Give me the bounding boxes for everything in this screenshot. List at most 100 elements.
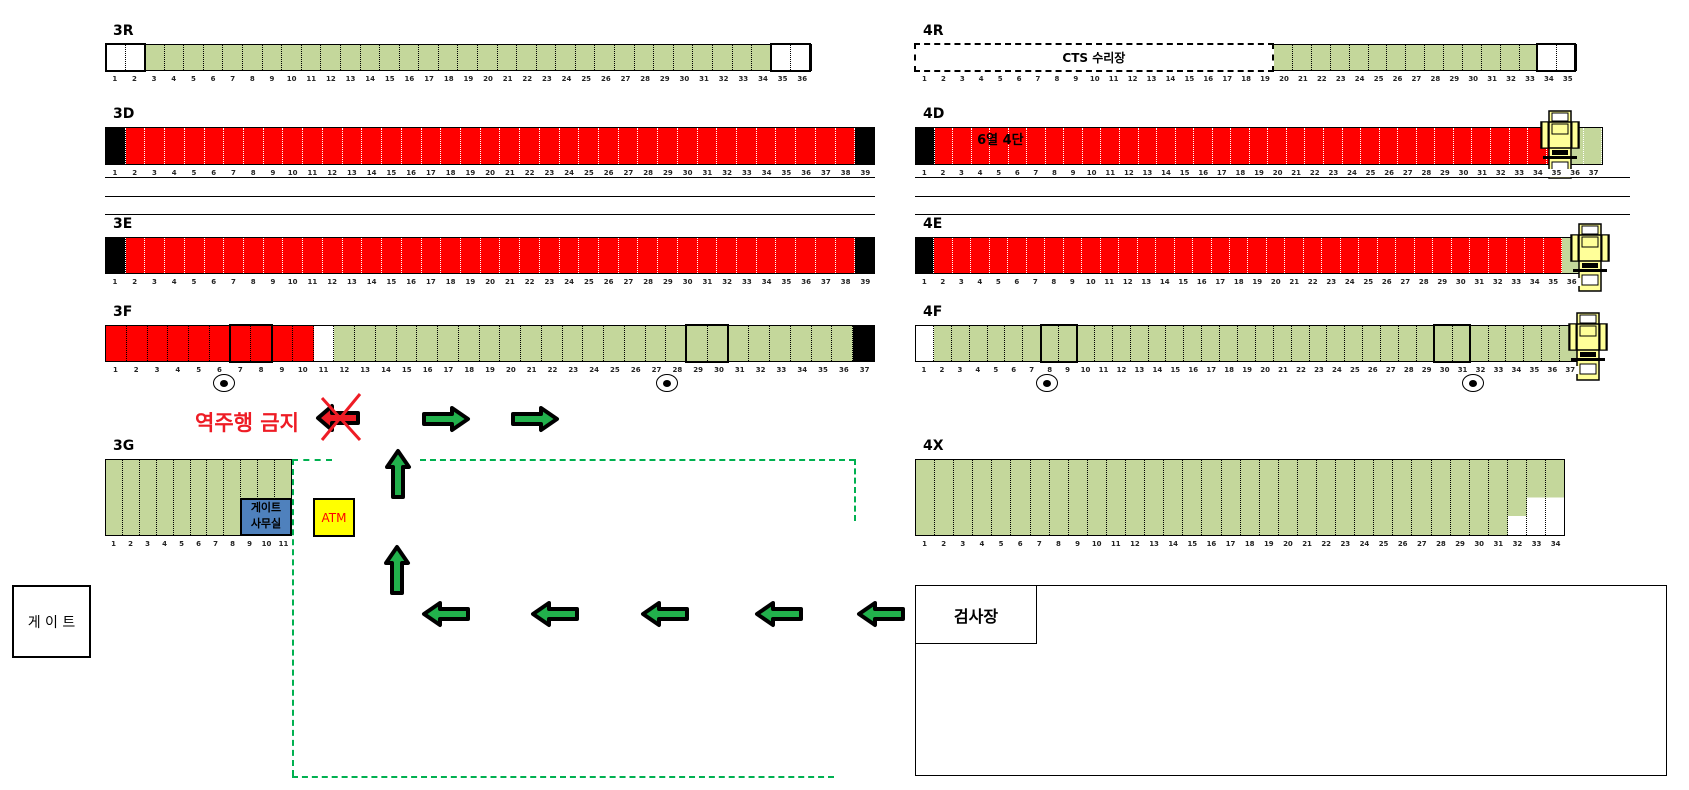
bay-cell[interactable]: [438, 326, 459, 361]
bay-cell[interactable]: [971, 238, 990, 273]
bay-cell[interactable]: [1368, 45, 1388, 70]
bay-cell[interactable]: [1027, 128, 1046, 164]
bay-cell[interactable]: [717, 238, 737, 273]
bay-cell[interactable]: [362, 128, 383, 164]
bay-cell[interactable]: [1100, 238, 1120, 273]
bay-cell[interactable]: [1285, 238, 1304, 273]
bay-cell[interactable]: [1327, 326, 1346, 361]
bay-cell[interactable]: [342, 128, 363, 164]
bay-cell[interactable]: [1008, 238, 1027, 273]
bay-cell[interactable]: [480, 128, 501, 164]
bay-cell[interactable]: [184, 238, 205, 273]
bay-cell[interactable]: [951, 326, 970, 361]
bay-cell[interactable]: [615, 45, 635, 70]
bay-cell[interactable]: [1538, 45, 1558, 70]
bay-cell[interactable]: [164, 45, 185, 70]
bay-cell[interactable]: [579, 238, 599, 273]
bay-cell[interactable]: [263, 128, 284, 164]
bay-cell[interactable]: [1509, 128, 1529, 164]
bay-cell[interactable]: [1184, 326, 1203, 361]
bay-cell[interactable]: [262, 45, 283, 70]
bay-cell[interactable]: [666, 326, 687, 361]
bay-cell[interactable]: [677, 128, 698, 164]
bay-cell[interactable]: [1322, 238, 1341, 273]
bay-cell[interactable]: [934, 238, 953, 273]
bay-cell[interactable]: [835, 238, 856, 273]
bay-cell[interactable]: [771, 45, 792, 70]
bay-cell[interactable]: [1470, 238, 1489, 273]
bay-cell[interactable]: [1238, 326, 1256, 361]
bay-cell[interactable]: [1145, 460, 1165, 535]
bay-cell[interactable]: [1268, 128, 1287, 164]
bay-cell[interactable]: [401, 128, 422, 164]
bay-cell[interactable]: [645, 326, 667, 361]
bay-cell[interactable]: [1500, 45, 1520, 70]
bay-cell[interactable]: [1507, 460, 1527, 535]
bay-cell[interactable]: [1336, 460, 1356, 535]
bay-cell[interactable]: [598, 238, 619, 273]
bay-cell[interactable]: [1361, 128, 1380, 164]
bay-cell[interactable]: [634, 45, 655, 70]
bay-cell[interactable]: [1524, 326, 1543, 361]
bay-cell[interactable]: [1229, 238, 1249, 273]
bay-cell[interactable]: [697, 128, 718, 164]
bay-cell[interactable]: [458, 45, 478, 70]
bay-cell[interactable]: [1008, 128, 1028, 164]
bay-cell[interactable]: [1274, 45, 1294, 70]
bay-cell[interactable]: [1221, 460, 1241, 535]
bay-cell[interactable]: [1305, 128, 1325, 164]
bay-cell[interactable]: [1412, 460, 1432, 535]
bay-cell[interactable]: [756, 238, 777, 273]
bay-cell[interactable]: [556, 45, 576, 70]
bay-cell[interactable]: [1094, 326, 1113, 361]
bay-cell[interactable]: [399, 45, 420, 70]
bay-cell[interactable]: [1273, 326, 1292, 361]
bay-cell[interactable]: [207, 460, 225, 535]
bay-cell[interactable]: [355, 326, 376, 361]
bay-cell[interactable]: [1202, 460, 1222, 535]
bay-cell[interactable]: [1414, 238, 1434, 273]
bay-cell[interactable]: [1120, 128, 1139, 164]
bay-cell[interactable]: [1266, 238, 1286, 273]
bay-cell[interactable]: [954, 460, 974, 535]
bay-cell[interactable]: [375, 326, 397, 361]
bay-cell[interactable]: [292, 326, 314, 361]
bay-cell[interactable]: [1316, 460, 1337, 535]
bay-cell[interactable]: [1488, 326, 1507, 361]
bay-cell[interactable]: [421, 238, 442, 273]
bay-cell[interactable]: [638, 238, 659, 273]
bay-cell[interactable]: [776, 238, 797, 273]
bay-cell[interactable]: [106, 238, 126, 273]
bay-cell[interactable]: [1087, 460, 1107, 535]
bay-cell[interactable]: [559, 238, 580, 273]
bay-cell[interactable]: [521, 326, 542, 361]
bay-cell[interactable]: [811, 326, 833, 361]
bay-cell[interactable]: [1435, 128, 1454, 164]
bay-cell[interactable]: [1425, 45, 1445, 70]
bay-cell[interactable]: [224, 128, 245, 164]
bay-cell[interactable]: [243, 45, 263, 70]
bay-cell[interactable]: [1525, 238, 1544, 273]
bay-cell[interactable]: [1049, 460, 1069, 535]
bay-cell[interactable]: [1342, 128, 1362, 164]
bay-cell[interactable]: [990, 128, 1009, 164]
bay-cell[interactable]: [717, 128, 737, 164]
bay-cell[interactable]: [1543, 238, 1563, 273]
bay-cell[interactable]: [796, 128, 816, 164]
bay-cell[interactable]: [953, 128, 972, 164]
bay-cell[interactable]: [1431, 460, 1451, 535]
bay-cell[interactable]: [1291, 326, 1310, 361]
bay-cell[interactable]: [1183, 460, 1203, 535]
bay-cell[interactable]: [244, 128, 264, 164]
bay-cell[interactable]: [1157, 128, 1176, 164]
bay-cell[interactable]: [1451, 238, 1471, 273]
bay-cell[interactable]: [147, 326, 169, 361]
bay-cell[interactable]: [935, 460, 955, 535]
bay-cell[interactable]: [230, 326, 252, 361]
bay-cell[interactable]: [1527, 460, 1547, 535]
bay-cell[interactable]: [1240, 460, 1260, 535]
bay-cell[interactable]: [360, 45, 381, 70]
bay-cell[interactable]: [480, 238, 501, 273]
bay-cell[interactable]: [1278, 460, 1298, 535]
bay-cell[interactable]: [1106, 460, 1127, 535]
